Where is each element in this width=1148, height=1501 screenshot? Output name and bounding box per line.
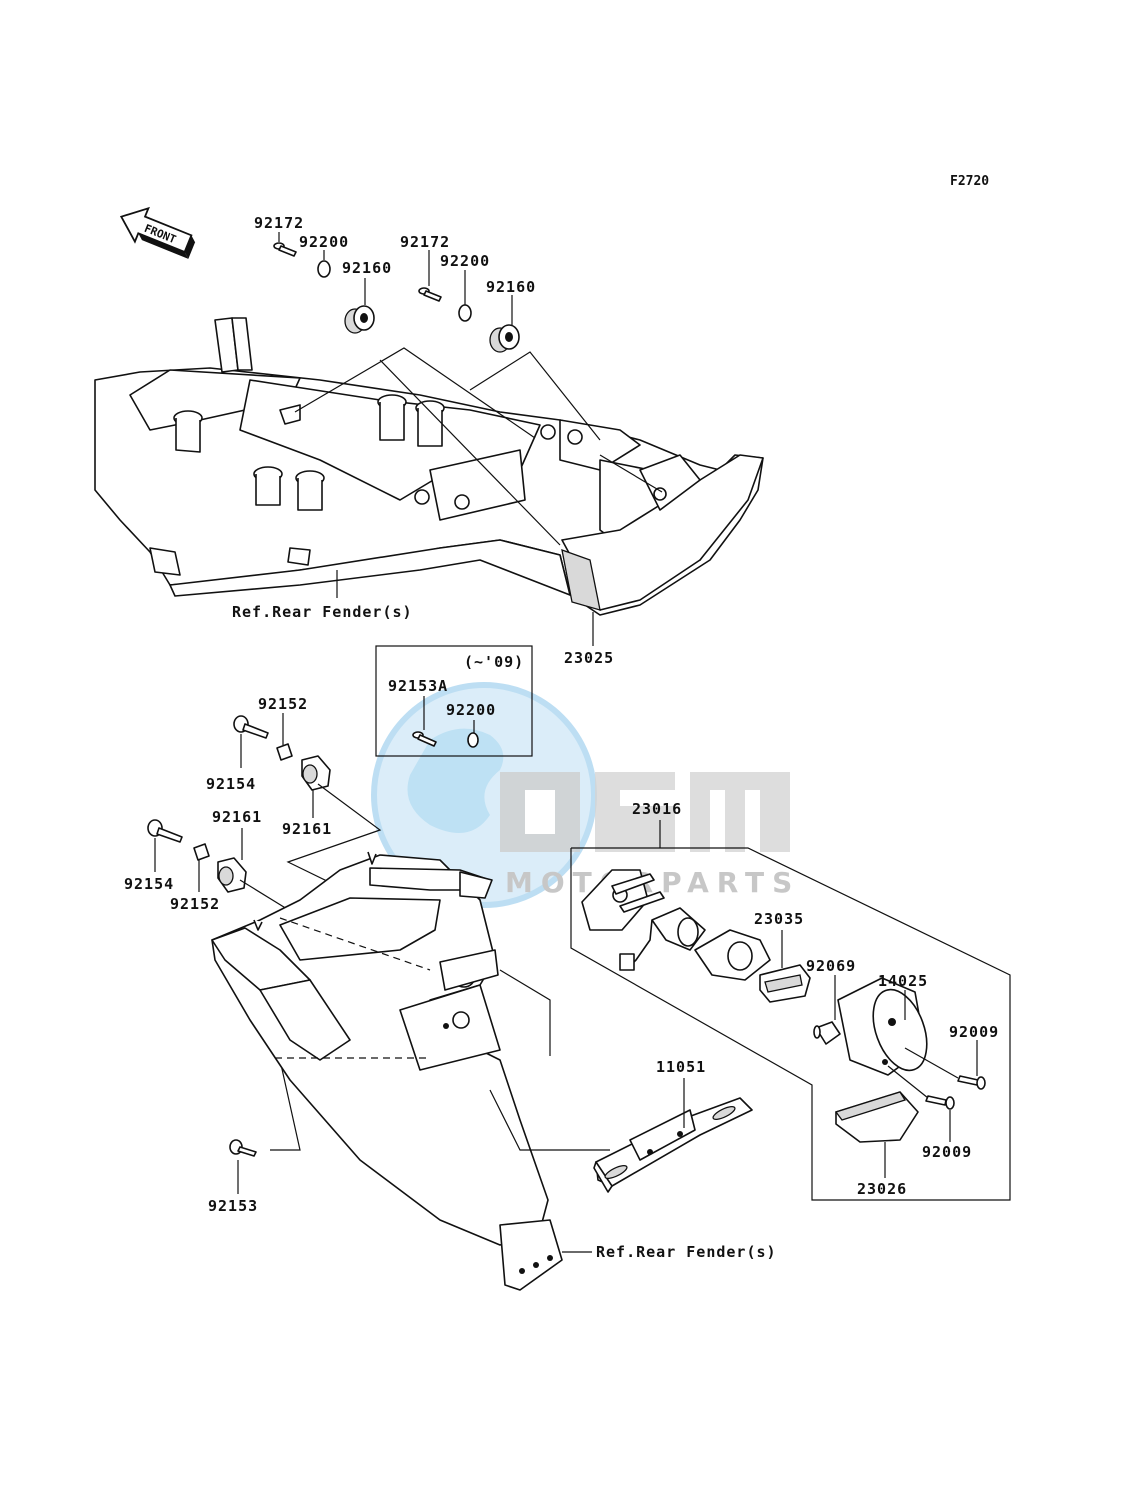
callout-92200-a: 92200 [299, 233, 349, 251]
callout-14025: 14025 [878, 972, 928, 990]
washer-92200-inset-icon [467, 732, 479, 748]
lower-left-fasteners [147, 715, 331, 1157]
bulb-92069-icon [813, 1021, 841, 1045]
inset-label-92153A: 92153A [388, 677, 448, 695]
collar-92152-a-icon [276, 743, 293, 761]
callout-11051: 11051 [656, 1058, 706, 1076]
bolt-92172-b-icon [418, 287, 442, 302]
damper-92161-b-icon [217, 857, 247, 893]
callout-92069: 92069 [806, 957, 856, 975]
bulb-socket-icon [619, 907, 706, 971]
damper-92161-a-icon [301, 755, 331, 791]
inset-label-92200: 92200 [446, 701, 496, 719]
upper-fasteners [273, 242, 520, 353]
callout-92152-a: 92152 [258, 695, 308, 713]
callout-92172-b: 92172 [400, 233, 450, 251]
callout-92009-b: 92009 [922, 1143, 972, 1161]
cover-23026-icon [834, 1091, 919, 1143]
callout-23035: 23035 [754, 910, 804, 928]
socket-base-icon [581, 869, 665, 931]
screw-92009-b-icon [925, 1095, 955, 1110]
screw-92154-a-icon [233, 715, 269, 739]
callout-92154-b: 92154 [124, 875, 174, 893]
lens-14025-icon [837, 977, 928, 1076]
lower-left-leader-lines [154, 713, 382, 1194]
bolt-92153-icon [229, 1139, 257, 1157]
lower-middle-leader-lines [489, 969, 685, 1253]
grommet-92160-a-icon [344, 305, 375, 334]
bolt-92172-a-icon [273, 242, 297, 257]
callout-92154-a: 92154 [206, 775, 256, 793]
callout-92009-a: 92009 [949, 1023, 999, 1041]
callout-92160-b: 92160 [486, 278, 536, 296]
bolt-92153a-icon [412, 731, 437, 747]
callout-23016: 23016 [632, 800, 682, 818]
callout-92172-a: 92172 [254, 214, 304, 232]
callout-92153: 92153 [208, 1197, 258, 1215]
license-light-assembly [570, 820, 1011, 1201]
clip-23035-icon [759, 964, 811, 1003]
figure-code: F2720 [950, 174, 989, 189]
grommet-92160-b-icon [489, 324, 520, 353]
osm-watermark: MOTORPARTS [371, 682, 792, 908]
lens-holder-23035-icon [694, 929, 771, 981]
front-direction-arrow-icon: FRONT [119, 206, 196, 259]
callout-92161-a: 92161 [212, 808, 262, 826]
inset-note: (~'09) [464, 653, 524, 671]
callout-92152-b: 92152 [170, 895, 220, 913]
collar-92152-b-icon [193, 843, 210, 861]
tail-light-23025 [561, 454, 764, 611]
washer-92200-a-icon [317, 260, 331, 278]
screw-92154-b-icon [147, 819, 183, 843]
screw-92009-a-icon [957, 1075, 986, 1090]
ref-rear-fender-bottom: Ref.Rear Fender(s) [596, 1243, 777, 1261]
washer-92200-b-icon [458, 304, 472, 322]
right-leader-lines [781, 930, 978, 1178]
callout-23025: 23025 [564, 649, 614, 667]
upper-leader-lines [278, 232, 663, 646]
callout-92160-a: 92160 [342, 259, 392, 277]
callout-92161-b: 92161 [282, 820, 332, 838]
ref-rear-fender-top: Ref.Rear Fender(s) [232, 603, 413, 621]
license-bracket-11051 [593, 1097, 753, 1193]
callout-23026: 23026 [857, 1180, 907, 1198]
callout-92200-b: 92200 [440, 252, 490, 270]
inset-box: (~'09) 92153A 92200 [375, 645, 533, 757]
rear-fender-bracket [211, 851, 563, 1291]
